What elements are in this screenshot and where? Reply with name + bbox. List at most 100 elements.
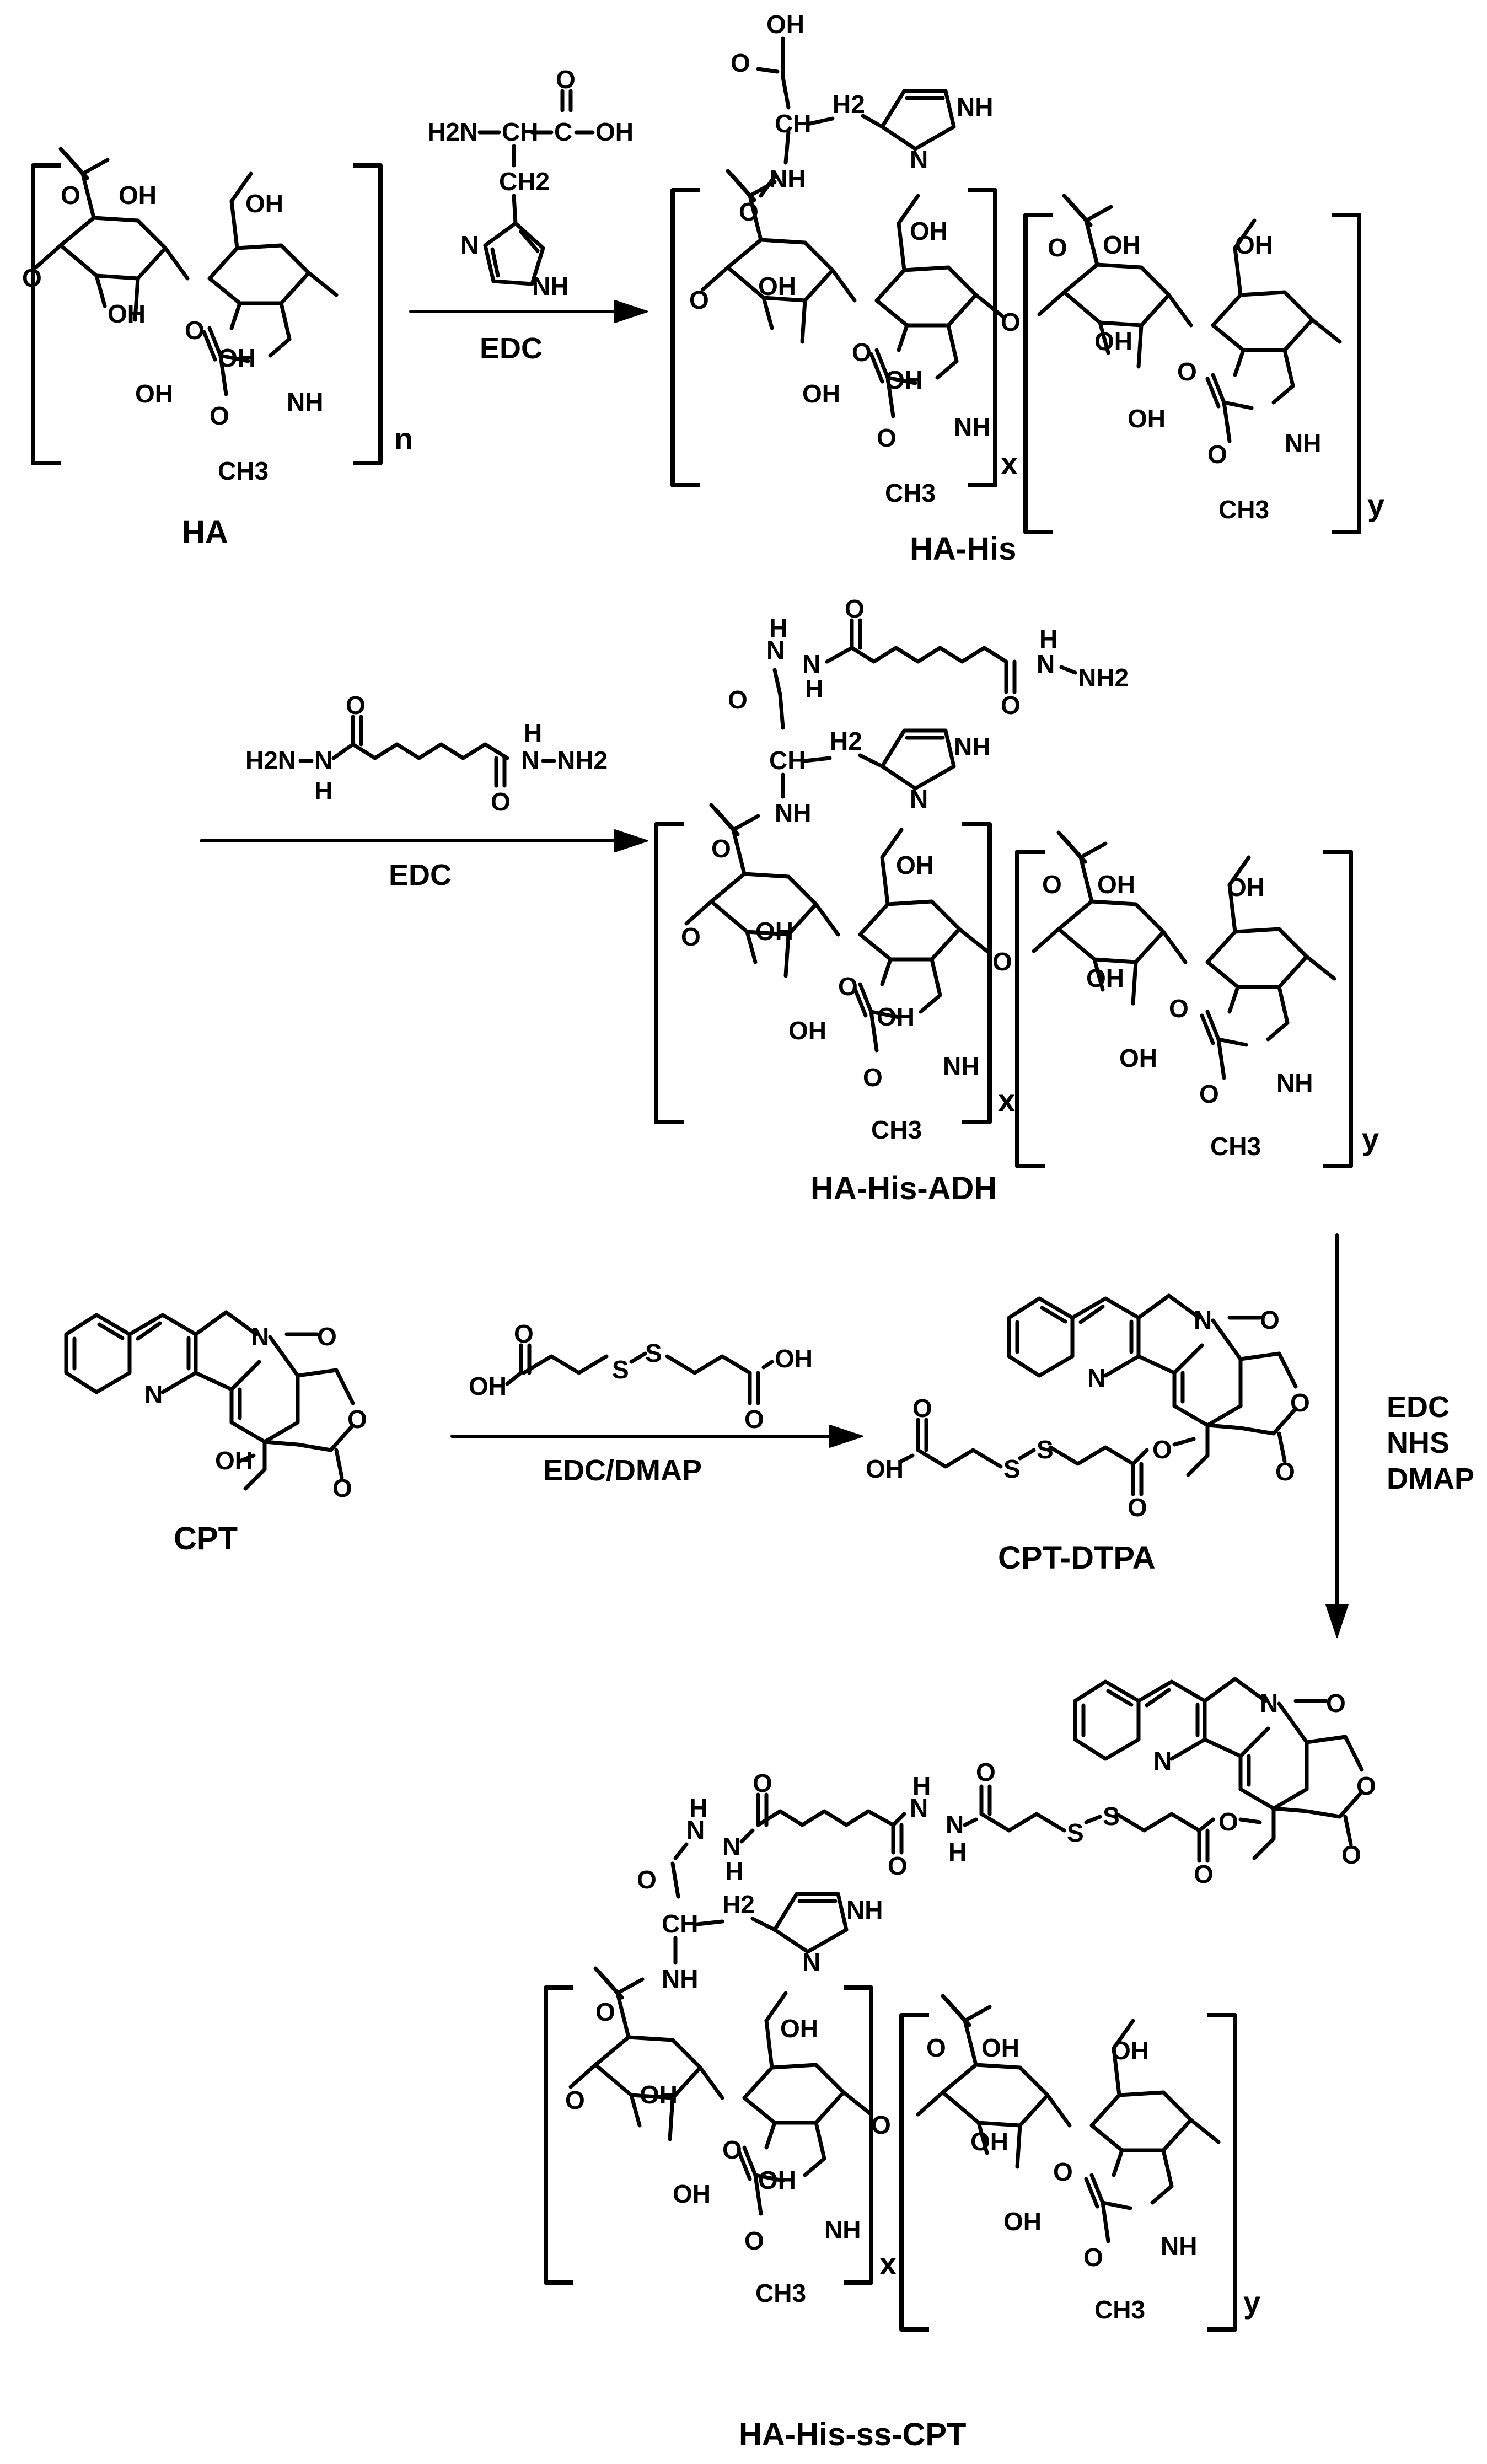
ha-ch3: CH3 xyxy=(218,457,269,485)
ha-his-subscript-x: x xyxy=(1001,446,1018,481)
cpt-dtpa-s2: S xyxy=(1003,1454,1021,1483)
ha-his-carboxyl-oh: OH xyxy=(766,10,804,39)
ha-his-adh-acetyl-oxygen: O xyxy=(863,1063,883,1092)
conj-bracket-x-right xyxy=(844,1985,873,2285)
ha-his-adh-nh-acetyl: NH xyxy=(943,1052,979,1081)
ha-his-ring-n: N xyxy=(910,145,928,174)
ha-his-ch: CH xyxy=(775,109,811,138)
ha-his-adh-ch: CH xyxy=(769,746,806,775)
ha-his-adh-oh-2: OH xyxy=(788,1016,826,1045)
ha-his-ss-cpt-structure: N N O O O O O S S O N H N H xyxy=(544,1677,1376,2452)
ha-his-y-glycosidic-oxygen: O xyxy=(1177,357,1197,386)
ha-his-adh-ring-nh: NH xyxy=(954,732,990,761)
cpt-dtpa-carboxyl-oxygen: O xyxy=(912,1394,932,1422)
conj-s2: S xyxy=(1067,1818,1084,1847)
ha-his-adh-bracket-y-left xyxy=(1015,850,1045,1168)
conj-y-acetyl-oxygen: O xyxy=(1083,2243,1103,2272)
conj-y-oh-2: OH xyxy=(1003,2207,1042,2236)
ha-his-adh-hydrazide-h1: H xyxy=(769,614,787,642)
ha-his-adh-amide-oxygen-1: O xyxy=(845,594,865,623)
ha-his-bracket-x-left xyxy=(670,188,700,487)
ha-his-bridge-oxygen: O xyxy=(1001,308,1021,336)
histidine-oh: OH xyxy=(595,117,634,146)
dtpa-oh-left: OH xyxy=(469,1372,507,1400)
ha-his-adh-bracket-x-left xyxy=(654,822,684,1124)
conj-quinoline-n: N xyxy=(1153,1747,1172,1775)
conj-nh-acetyl: NH xyxy=(824,2215,861,2244)
conj-oh-1: OH xyxy=(640,2080,678,2109)
ha-his-adh-left-linker-oxygen: O xyxy=(681,922,701,951)
ha-his-adh-hydrazide-h2: H xyxy=(805,674,823,703)
ha-his-adh-y-carboxyl-oh: OH xyxy=(1097,870,1135,899)
ha-his-adh-link-oxygen: O xyxy=(728,685,748,714)
conj-y-carboxyl-oh: OH xyxy=(981,2033,1019,2062)
conj-bracket-x-left xyxy=(544,1985,573,2285)
dtpa-oxygen-left: O xyxy=(514,1319,534,1348)
ha-his-oh-1: OH xyxy=(758,272,796,300)
ha-his-ch2oh: OH xyxy=(910,217,948,245)
conj-ring-n: N xyxy=(802,1948,820,1977)
cpt-lactone-carbonyl-oxygen: O xyxy=(332,1474,352,1502)
dtpa-oh-right: OH xyxy=(775,1344,813,1373)
ha-his-structure: O O NH CH O OH H2 NH N OH OH O OH OH NH … xyxy=(670,10,1384,567)
ha-his-bracket-y-right xyxy=(1332,213,1361,534)
step1-arrow: EDC xyxy=(409,300,648,365)
ha-his-adh-y-ch2oh: OH xyxy=(1227,873,1265,901)
ha-his-carbonyl-oxygen: O xyxy=(731,49,750,77)
adh-h-right: H xyxy=(524,718,542,747)
ha-his-h2: H2 xyxy=(833,90,865,119)
ha-his-adh-oh-1: OH xyxy=(755,917,793,946)
ha-structure: O OH O OH OH O OH OH NH O CH3 n HA xyxy=(22,149,413,550)
conj-y-ch3: CH3 xyxy=(1094,2295,1145,2324)
ha-his-ss-cpt-label: HA-His-ss-CPT xyxy=(739,2417,967,2452)
ha-his-adh-label: HA-His-ADH xyxy=(810,1171,997,1206)
conj-oh-2: OH xyxy=(673,2180,711,2208)
ha-nh: NH xyxy=(287,388,323,416)
conj-ch3: CH3 xyxy=(755,2279,806,2307)
conj-y-ch2oh: OH xyxy=(1111,2036,1149,2065)
cpt-dtpa-carboxyl-oh: OH xyxy=(866,1454,904,1483)
conj-adh-n1: N xyxy=(722,1832,740,1861)
ha-his-y-carboxyl-oh: OH xyxy=(1103,230,1141,259)
ha-his-adh-y-oh-1: OH xyxy=(1086,964,1124,992)
conj-amide-oxygen: O xyxy=(595,1998,615,2026)
ha-his-y-oh-2: OH xyxy=(1128,404,1166,433)
ha-his-adh-y-carboxyl-oxygen: O xyxy=(1042,870,1062,899)
histidine-ch2: CH2 xyxy=(499,167,550,196)
ha-his-y-oh-1: OH xyxy=(1094,327,1132,356)
step1-reagent: EDC xyxy=(480,332,543,365)
cpt-quinoline-n: N xyxy=(144,1380,163,1409)
conj-pyrrole-n: N xyxy=(1260,1689,1278,1717)
ha-his-adh-glycosidic-oxygen: O xyxy=(838,972,858,1001)
conj-y-oh-1: OH xyxy=(970,2127,1008,2156)
step4-reagent-1: EDC xyxy=(1387,1391,1450,1424)
adh-oxygen-left: O xyxy=(346,691,366,720)
adh-oxygen-right: O xyxy=(491,787,511,816)
ha-his-adh-ch2oh: OH xyxy=(896,851,934,879)
ha-his-oh-2: OH xyxy=(802,379,840,408)
ha-his-y-ch2oh: OH xyxy=(1235,230,1273,259)
histidine-h2n: H2N xyxy=(427,117,478,146)
ha-his-adh-y-glycosidic-oxygen: O xyxy=(1169,994,1189,1023)
ha-his-amide-oxygen: O xyxy=(739,197,759,226)
histidine-c: C xyxy=(554,117,572,146)
adh-n-left: N xyxy=(314,746,332,775)
ha-his-adh-structure: N H N H O O N H NH2 O CH H2 NH N NH O O … xyxy=(654,594,1379,1206)
ha-his-adh-ring-n: N xyxy=(910,785,928,813)
conj-adh-h1: H xyxy=(725,1857,743,1886)
ha-his-adh-terminal-h: H xyxy=(1039,625,1057,653)
ha-his-y-carboxyl-oxygen: O xyxy=(1048,233,1067,262)
cpt-dtpa-structure: N N O O O O O S S O OH CPT-DTPA xyxy=(866,1293,1310,1576)
step4-reagent-3: DMAP xyxy=(1387,1462,1474,1495)
dtpa-s1: S xyxy=(612,1355,629,1384)
ha-bracket-left xyxy=(31,163,61,465)
cpt-label: CPT xyxy=(174,1521,238,1556)
cpt-dtpa-ester-oxygen: O xyxy=(1152,1435,1172,1464)
dtpa-reagent-structure: OH O S S O OH xyxy=(469,1319,813,1434)
conj-ch2oh: OH xyxy=(780,2014,818,2043)
conj-hydrazide-h2: H xyxy=(912,1771,931,1800)
conj-ring-nh: NH xyxy=(846,1896,883,1924)
conj-adh-n2: N xyxy=(686,1816,705,1844)
ha-his-adh-bridge-oxygen: O xyxy=(992,947,1012,976)
conj-hydrazide-oxygen-1: O xyxy=(976,1758,996,1786)
